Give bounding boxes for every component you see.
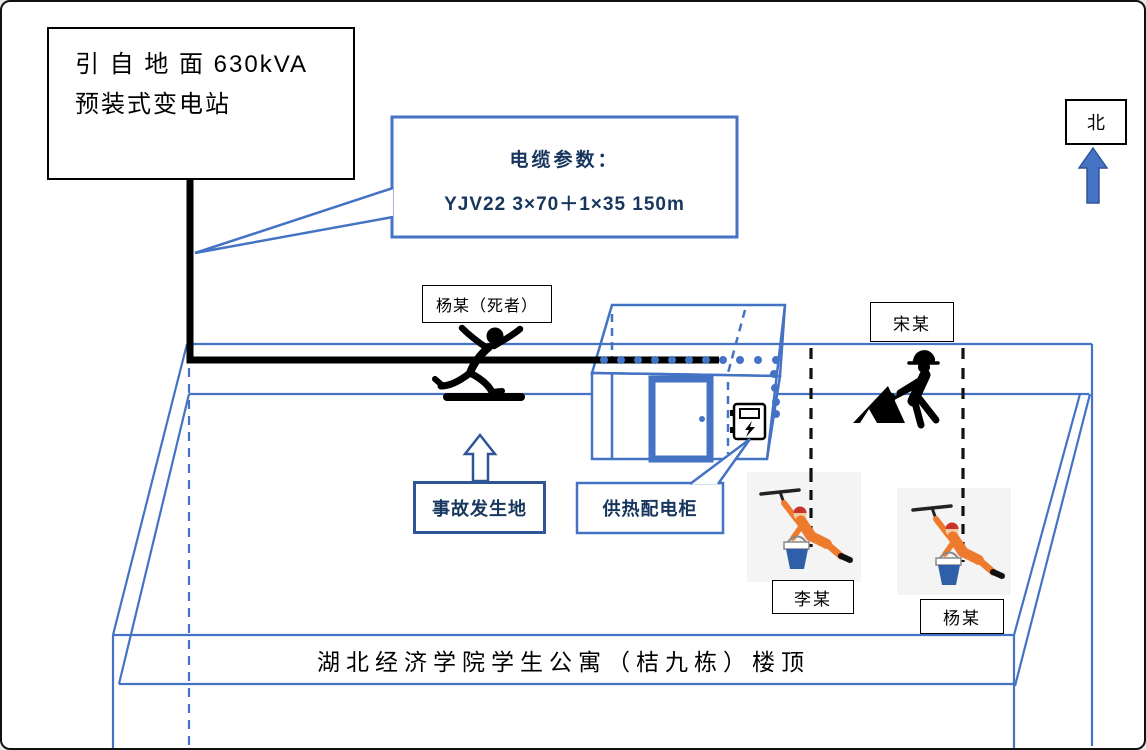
cable-callout-value: YJV22 3×70＋1×35 150m: [444, 194, 685, 215]
power-cable-line: [186, 180, 780, 418]
up-arrow-icon: [462, 432, 498, 483]
yang-label: 杨某: [920, 599, 1004, 634]
north-arrow-icon: [1077, 146, 1109, 204]
song-label: 宋某: [870, 302, 954, 342]
ground-bar: [443, 393, 525, 401]
substation-line1: 引 自 地 面 630kVA: [75, 51, 308, 78]
north-label: 北: [1065, 99, 1127, 145]
accident-site-box: 事故发生地: [413, 481, 546, 534]
cable-callout-title: 电缆参数：: [509, 150, 620, 171]
door-knob: [699, 416, 705, 422]
victim-label: 杨某（死者）: [422, 285, 552, 323]
safety-rope-line: [809, 348, 965, 488]
window-cleaner-li-icon: [747, 472, 861, 582]
falling-person-icon: [432, 324, 525, 401]
cable-dots: [600, 356, 780, 418]
cable-callout: 电缆参数： YJV22 3×70＋1×35 150m: [394, 119, 735, 237]
heating-cabinet-callout-box: [575, 438, 752, 535]
rooftop-structure: [590, 303, 787, 463]
roof-outline: [111, 342, 1094, 748]
construction-worker-icon: [853, 350, 940, 429]
li-label: 李某: [772, 580, 854, 614]
cable-callout-box: [194, 115, 739, 255]
substation-box: 引 自 地 面 630kVA 预装式变电站: [47, 27, 355, 180]
hidden-edges: [610, 309, 747, 454]
heating-cabinet-label: 供热配电柜: [602, 499, 698, 519]
window-cleaner-yang-icon: [897, 488, 1011, 595]
substation-line2: 预装式变电站: [75, 91, 231, 118]
distribution-panel-icon: [730, 402, 767, 441]
door: [648, 375, 714, 463]
building-caption: 湖北经济学院学生公寓（桔九栋）楼顶: [317, 650, 810, 675]
